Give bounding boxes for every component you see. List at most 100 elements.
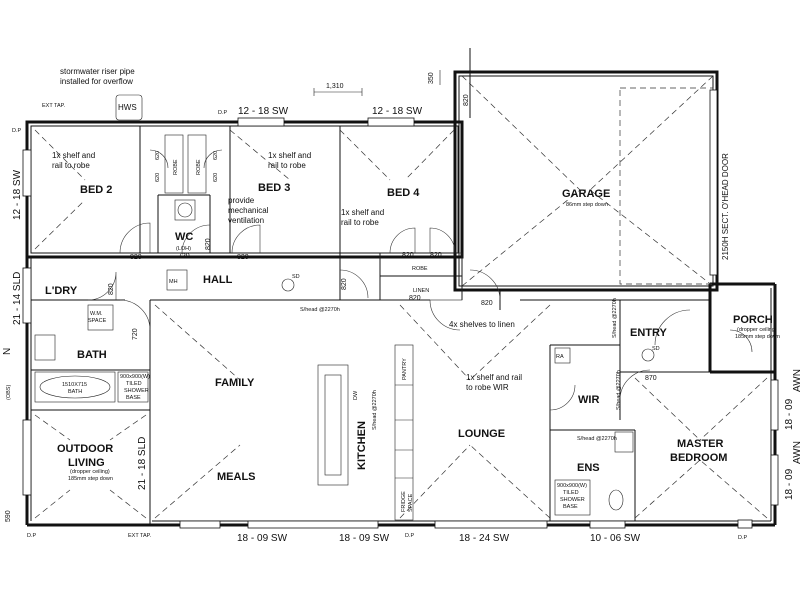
window-left-1: 12 - 18 SW — [12, 169, 23, 220]
bath-shower-3: SHOWER — [124, 388, 149, 394]
pantry-label: PANTRY — [402, 358, 408, 380]
bath-shower-4: BASE — [126, 395, 141, 401]
window-bottom-2: 18 - 09 SW — [339, 533, 390, 544]
sd-entry: SD — [652, 346, 660, 352]
fixtures — [34, 94, 753, 529]
ens-shower-3: SHOWER — [560, 497, 585, 503]
dim-1310: 1,310 — [326, 83, 344, 90]
outdoor-label-1: OUTDOOR — [57, 443, 113, 455]
shead-ens: S/head @2270h — [577, 436, 617, 442]
stormwater-note-2: installed for overflow — [60, 77, 133, 86]
dp-top: D.P — [218, 110, 228, 116]
fridge-1: FRIDGE — [401, 491, 407, 512]
porch-ceiling-2: 185mm step down — [735, 334, 780, 340]
robe-bed3-label: ROBE — [196, 159, 202, 175]
entry-label: ENTRY — [630, 327, 668, 339]
ens-label: ENS — [577, 462, 600, 474]
dim-820-entry: 820 — [481, 300, 493, 307]
garage-label: GARAGE — [562, 188, 610, 200]
dp-bottom: D.P — [405, 533, 415, 539]
dim-350: 350 — [428, 72, 435, 84]
obs-label: (OBS) — [6, 385, 12, 400]
bed3-shelf-2: rail to robe — [268, 161, 306, 170]
bed4-shelf-2: rail to robe — [341, 218, 379, 227]
ext-tap-top: EXT TAP. — [42, 103, 66, 109]
laundry-label: L'DRY — [45, 285, 78, 297]
wc-vent-3: ventilation — [228, 216, 264, 225]
shead-entry: S/head @2270h — [612, 298, 618, 338]
shead-kitchen: S/head @2270h — [372, 390, 378, 430]
garage-step: 86mm step down — [566, 202, 608, 208]
hws-label: HWS — [118, 103, 137, 112]
master-label-2: BEDROOM — [670, 452, 727, 464]
mh-label: MH — [169, 279, 178, 285]
stormwater-note-1: stormwater riser pipe — [60, 67, 135, 76]
window-top-2: 12 - 18 SW — [372, 106, 423, 117]
ext-tap-bottom: EXT TAP. — [128, 533, 152, 539]
wm-1: W.M. — [90, 311, 103, 317]
dim-820-hall: 820 — [341, 278, 348, 290]
window-right-2-suffix: AWN — [792, 441, 800, 464]
window-right-2: 18 - 09 — [784, 468, 795, 500]
dp-bottom-left: D.P — [27, 533, 37, 539]
window-left-3: 21 - 18 SLD — [137, 437, 148, 490]
kitchen-label: KITCHEN — [356, 421, 368, 470]
dim-820-ldry: 820 — [108, 283, 115, 295]
wir-label: WIR — [578, 394, 599, 406]
bed3-shelf-1: 1x shelf and — [268, 151, 311, 160]
dp-left: D.P — [12, 128, 22, 134]
dim-620a: 620 — [155, 151, 161, 160]
dim-870: 870 — [645, 375, 657, 382]
family-label: FAMILY — [215, 377, 255, 389]
dim-720b: 720 — [132, 328, 139, 340]
window-left-edge: N — [2, 348, 13, 355]
window-right-1-suffix: AWN — [792, 369, 800, 392]
garage-door-note: 2150H SECT. O'HEAD DOOR — [721, 153, 730, 260]
dim-820-linen: 820 — [409, 295, 421, 302]
hall-label: HALL — [203, 274, 233, 286]
dim-620c: 620 — [213, 151, 219, 160]
outdoor-ceiling-2: 185mm step down — [68, 476, 113, 482]
bath-size-2: BATH — [68, 389, 82, 395]
wir-shelf-2: to robe WIR — [466, 383, 509, 392]
outdoor-ceiling-1: (dropper ceiling) — [70, 469, 110, 475]
wc-label: WC — [175, 231, 193, 243]
interior-walls — [31, 48, 710, 525]
wm-2: SPACE — [88, 318, 107, 324]
dimension-lines — [313, 70, 441, 96]
shead-hall: S/head @2270h — [300, 307, 340, 313]
wc-vent-2: mechanical — [228, 206, 269, 215]
ra-label: RA — [556, 354, 564, 360]
master-label-1: MASTER — [677, 438, 724, 450]
ceiling-lines — [34, 75, 768, 519]
dim-620d: 620 — [213, 173, 219, 182]
linen-label: LINEN — [413, 288, 429, 294]
porch-label: PORCH — [733, 314, 773, 326]
doors — [87, 149, 753, 411]
bath-label: BATH — [77, 349, 107, 361]
dim-820-bed3: 820 — [237, 254, 249, 261]
wc-vent-1: provide — [228, 196, 255, 205]
bed2-shelf-1: 1x shelf and — [52, 151, 95, 160]
dim-820-wc: 820 — [205, 238, 212, 250]
fridge-2: SPACE — [408, 493, 414, 512]
bath-shower-1: 900x900(W) — [120, 374, 150, 380]
window-bottom-3: 18 - 24 SW — [459, 533, 510, 544]
dim-820-bed4a: 820 — [402, 252, 414, 259]
window-bottom-4: 10 - 06 SW — [590, 533, 641, 544]
dp-bottom-right: D.P — [738, 535, 748, 541]
robe-label: ROBE — [412, 266, 428, 272]
bath-size-1: 1510X715 — [62, 382, 87, 388]
window-bottom-1: 18 - 09 SW — [237, 533, 288, 544]
dim-820-top: 820 — [463, 94, 470, 106]
bath-shower-2: TILED — [126, 381, 142, 387]
robe-bed2-label: ROBE — [173, 159, 179, 175]
bed2-label: BED 2 — [80, 184, 112, 196]
shead-wir: S/head @2270h — [616, 370, 622, 410]
window-left-2: 21 - 14 SLD — [12, 272, 23, 325]
bed2-shelf-2: rail to robe — [52, 161, 90, 170]
wc-loh: (LOH) — [176, 246, 191, 252]
window-top-1: 12 - 18 SW — [238, 106, 289, 117]
linen-shelves: 4x shelves to linen — [449, 320, 515, 329]
dim-720: 720 — [178, 253, 190, 260]
